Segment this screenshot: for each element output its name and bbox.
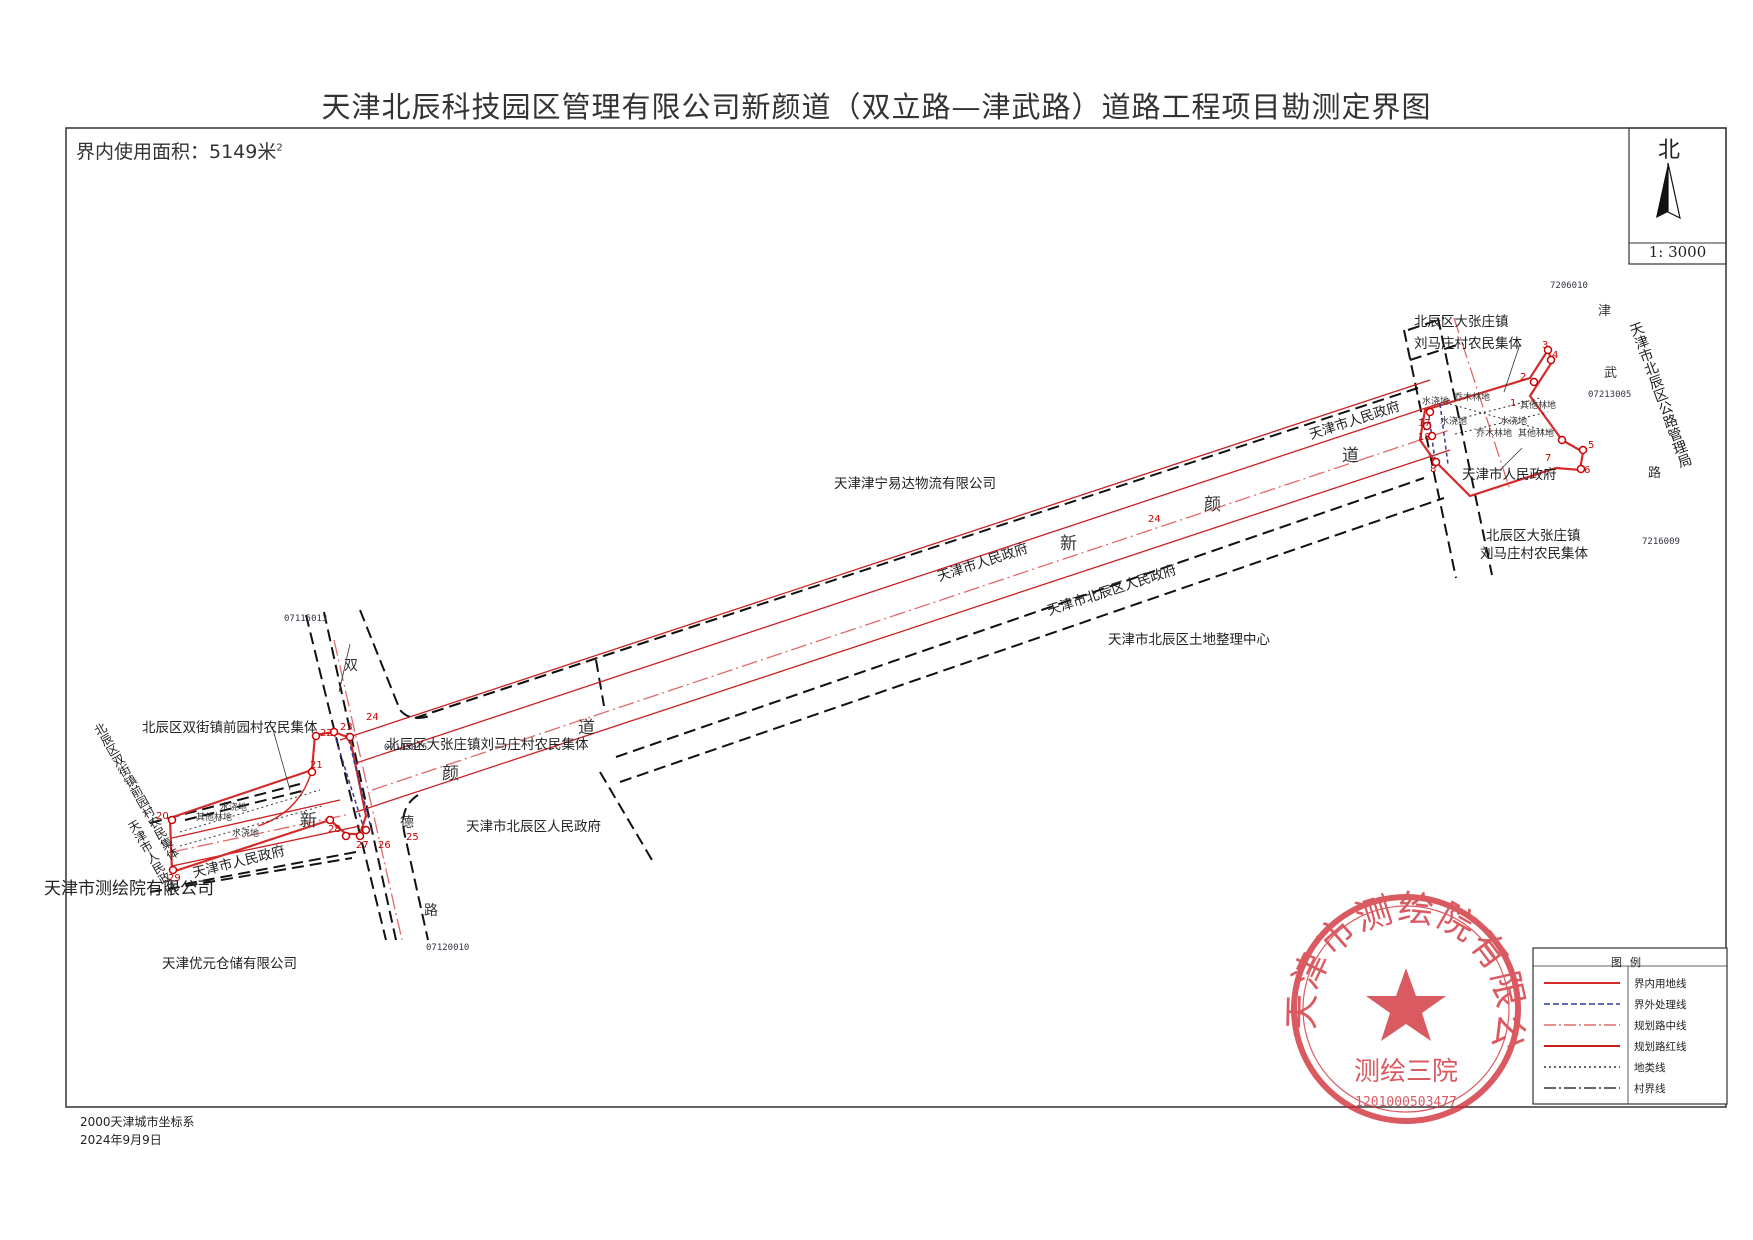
land-class-label: 乔木林地 xyxy=(1476,429,1513,439)
road-label: 武 xyxy=(1604,366,1618,381)
point-number: 1 xyxy=(1510,398,1517,409)
seal-sub-text: 测绘三院 xyxy=(1354,1057,1458,1087)
parcel-liuma: 北辰区大张庄镇刘马庄村农民集体 xyxy=(386,737,589,753)
legend-frame xyxy=(1532,947,1728,1105)
land-class-label: 水浇地 xyxy=(1440,417,1468,427)
coord-tag: 07120010 xyxy=(426,943,470,953)
side-company-name: 天津市测绘院有限公司 xyxy=(44,879,214,899)
land-class-label: 乔木林地 xyxy=(1454,393,1491,403)
road-label: 道 xyxy=(578,718,595,738)
coord-tag: 07115015 xyxy=(384,743,428,753)
road-label: 新 xyxy=(300,811,317,831)
map-scale: 1: 3000 xyxy=(1648,243,1707,261)
point-number: 22 xyxy=(320,728,333,739)
parcel-east-govt: 天津市人民政府 xyxy=(1462,467,1557,483)
road-label: 颜 xyxy=(1204,495,1221,515)
legend-label: 村界线 xyxy=(1634,1083,1666,1095)
area-unit-sup: 2 xyxy=(276,142,283,154)
legend-samples xyxy=(1544,982,1620,1089)
area-label: 界内使用面积：5149米2 xyxy=(76,137,283,164)
land-class-label: 水浇地 xyxy=(1500,417,1528,427)
point-number: 17 xyxy=(1418,418,1431,429)
legend-row: 地类线 xyxy=(1533,1058,1727,1076)
point-number: 23 xyxy=(340,722,353,733)
point-number: 21 xyxy=(310,760,323,771)
area-text: 界内使用面积：5149米 xyxy=(76,141,277,163)
road-label: 德 xyxy=(400,815,414,831)
point-number: 27 xyxy=(356,840,369,851)
legend-label: 界外处理线 xyxy=(1634,999,1687,1011)
coord-tag: 07115013 xyxy=(284,614,328,624)
land-class-label: 水浇地 xyxy=(220,803,248,813)
point-number: 24 xyxy=(1148,514,1161,525)
point-number: 3 xyxy=(1542,340,1549,351)
road-boundary-lines xyxy=(149,317,1461,893)
point-number: 6 xyxy=(1584,465,1591,476)
point-number: 7 xyxy=(1545,453,1552,464)
coord-tag: 07213005 xyxy=(1588,390,1632,400)
map-frame xyxy=(65,127,1727,1108)
legend-row: 界内用地线 xyxy=(1533,974,1727,992)
point-number: 25 xyxy=(406,832,419,843)
boundary-points xyxy=(167,345,1588,875)
legend-label: 规划路中线 xyxy=(1634,1020,1687,1032)
boundary-west xyxy=(168,730,373,874)
road-label: 路 xyxy=(424,903,438,919)
point-number: 20 xyxy=(156,811,169,822)
road-label: 道 xyxy=(1342,446,1359,466)
north-arrow-icon xyxy=(1628,127,1727,265)
seal-code-text: 1201000503477 xyxy=(1355,1095,1457,1110)
legend-label: 地类线 xyxy=(1634,1062,1666,1074)
land-class-lines xyxy=(179,397,1549,847)
land-class-label: 其他林地 xyxy=(196,813,233,823)
road-label: 双 xyxy=(344,658,358,674)
planned-red-lines xyxy=(171,317,1511,941)
point-number: 29 xyxy=(168,873,181,884)
coordinate-system: 2000天津城市坐标系 xyxy=(80,1115,195,1129)
road-label: 路 xyxy=(1648,466,1662,481)
leader-lines xyxy=(271,343,1523,791)
parcel-east-top-line2: 刘马庄村农民集体 xyxy=(1414,336,1522,352)
land-class-label: 水浇地 xyxy=(232,829,260,839)
cross-road-lines xyxy=(305,317,1493,941)
point-number: 28 xyxy=(328,824,341,835)
land-class-label: 其他林地 xyxy=(1518,429,1555,439)
legend-row: 规划路中线 xyxy=(1533,1016,1727,1034)
coord-tag: 7206010 xyxy=(1550,281,1588,291)
legend-row: 界外处理线 xyxy=(1533,995,1727,1013)
road-label: 津 xyxy=(1598,304,1612,319)
legend: 图例 界内用地线 界外处理线 规划路中线 规划路红线 地类线 村界线 xyxy=(1533,948,1727,1104)
legend-header: 图例 xyxy=(1611,956,1649,969)
land-class-label: 水浇地 xyxy=(1422,397,1450,407)
legend-row: 规划路红线 xyxy=(1533,1037,1727,1055)
parcel-logistics: 天津津宁易达物流有限公司 xyxy=(834,476,996,492)
road-label: 颜 xyxy=(442,764,459,784)
coord-tag: 7216009 xyxy=(1642,537,1680,547)
point-number: 24 xyxy=(366,712,379,723)
point-number: 4 xyxy=(1552,350,1559,361)
land-class-label: 其他林地 xyxy=(1520,401,1557,411)
point-number: 2 xyxy=(1520,372,1527,383)
point-number: 26 xyxy=(378,840,391,851)
point-number: 5 xyxy=(1588,440,1595,451)
parcel-east-bottom-line2: 刘马庄村农民集体 xyxy=(1480,546,1588,562)
north-label: 北 xyxy=(1658,138,1681,163)
legend-row: 村界线 xyxy=(1533,1079,1727,1097)
legend-label: 规划路红线 xyxy=(1634,1041,1687,1053)
parcel-land-center: 天津市北辰区土地整理中心 xyxy=(1108,632,1270,648)
road-label: 新 xyxy=(1060,534,1077,554)
parcel-shuangjie: 北辰区双街镇前园村农民集体 xyxy=(142,720,318,736)
legend-label: 界内用地线 xyxy=(1634,978,1687,990)
parcel-beichen-govt-south: 天津市北辰区人民政府 xyxy=(466,819,601,835)
parcel-east-top-line1: 北辰区大张庄镇 xyxy=(1414,314,1509,330)
parcel-east-bottom-line1: 北辰区大张庄镇 xyxy=(1486,528,1581,544)
page-title: 天津北辰科技园区管理有限公司新颜道（双立路—津武路）道路工程项目勘测定界图 xyxy=(321,90,1432,124)
parcel-youyuan: 天津优元仓储有限公司 xyxy=(162,956,297,972)
point-number: 18 xyxy=(1418,432,1431,443)
map-date: 2024年9月9日 xyxy=(80,1133,162,1147)
point-number: 8 xyxy=(1430,464,1437,475)
